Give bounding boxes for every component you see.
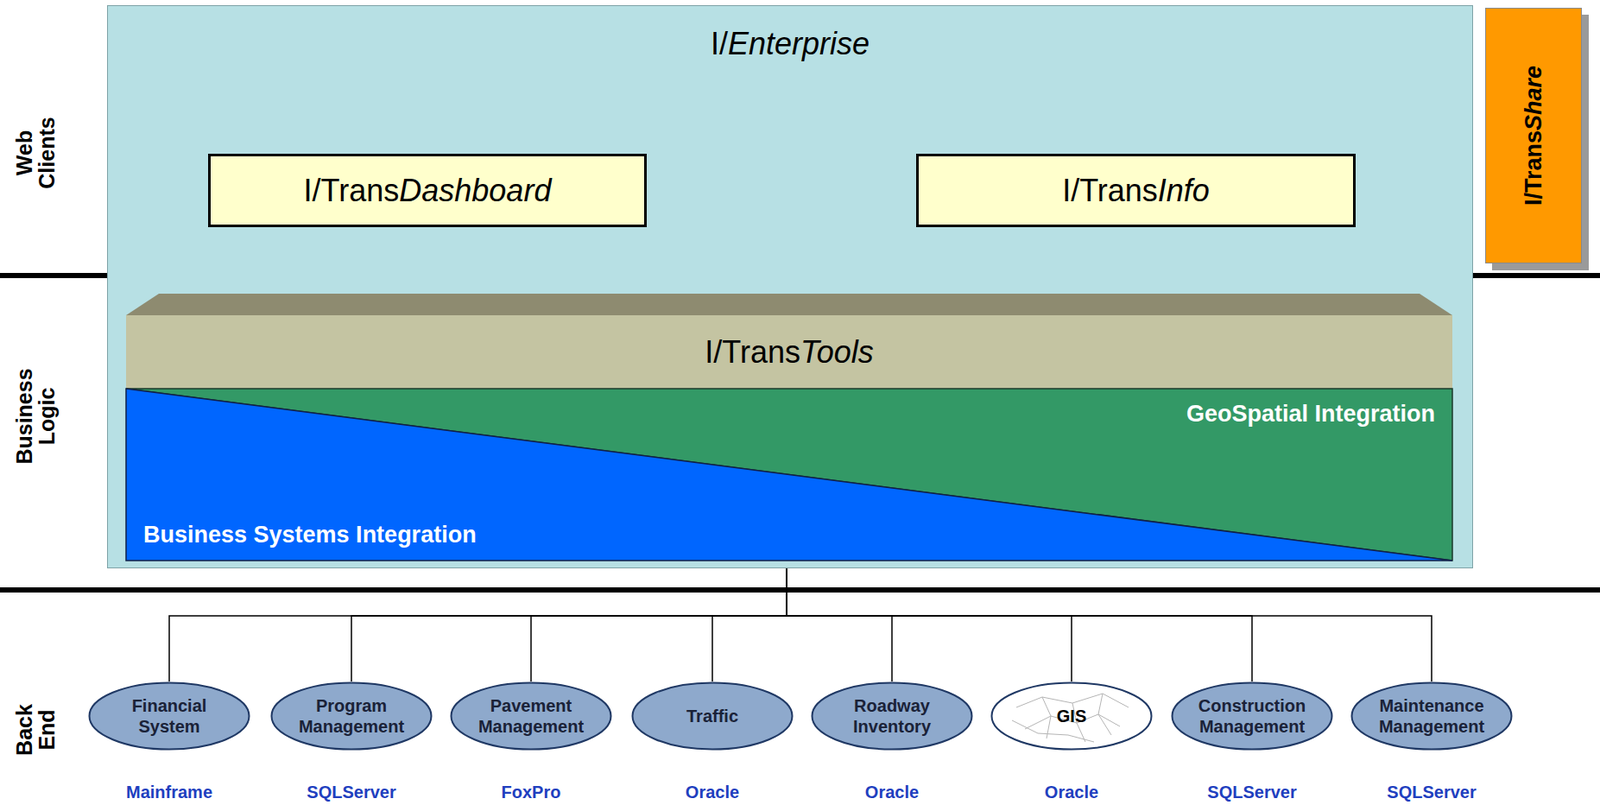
share-bar: I/TransShare bbox=[1485, 7, 1582, 264]
platform-label: Oracle bbox=[685, 782, 740, 803]
platform-label: SQLServer bbox=[1386, 782, 1476, 803]
platform-label: Oracle bbox=[1044, 782, 1099, 803]
system-name: GIS bbox=[1011, 705, 1133, 727]
app-name: I/TransInfo bbox=[1062, 172, 1210, 209]
ellipse-shape bbox=[449, 681, 613, 751]
database-ellipse: Program Management bbox=[270, 681, 433, 751]
database-ellipse: Maintenance Management bbox=[1350, 681, 1513, 751]
ellipse-shape bbox=[810, 681, 974, 751]
system-name: Maintenance Management bbox=[1371, 695, 1493, 737]
system-name: Financial System bbox=[108, 695, 230, 737]
feed-connector bbox=[786, 560, 1432, 682]
feed-connector bbox=[786, 560, 1072, 682]
feed-connector bbox=[786, 560, 892, 682]
database-ellipse: Traffic bbox=[631, 681, 794, 751]
ellipse-shape bbox=[1350, 681, 1513, 751]
system-name: Construction Management bbox=[1191, 695, 1313, 737]
tools-slab: I/TransTools bbox=[126, 293, 1453, 389]
system-name: Program Management bbox=[290, 695, 412, 737]
platform-label: SQLServer bbox=[306, 782, 396, 803]
feed-connector bbox=[786, 560, 1253, 682]
layer-divider bbox=[0, 587, 1600, 593]
platform-label: Mainframe bbox=[126, 782, 213, 803]
platform-label: SQLServer bbox=[1207, 782, 1297, 803]
database-ellipse: Financial System bbox=[88, 681, 251, 751]
layer-label: Web Clients bbox=[12, 109, 59, 197]
feed-connector bbox=[351, 560, 787, 682]
platform-label: FoxPro bbox=[501, 782, 562, 803]
feed-connector bbox=[531, 560, 787, 682]
layer-name: I/TransTools bbox=[704, 334, 873, 371]
rotated-app-name: I/TransShare bbox=[1520, 65, 1548, 206]
database-ellipse: Pavement Management bbox=[449, 681, 613, 751]
layer-label: Business Logic bbox=[12, 364, 59, 468]
system-name: Roadway Inventory bbox=[831, 695, 953, 737]
database-ellipse: Roadway Inventory bbox=[810, 681, 974, 751]
app-box: I/TransInfo bbox=[916, 153, 1356, 228]
database-ellipse: GIS bbox=[990, 681, 1153, 751]
wedge-label: GeoSpatial Integration bbox=[1186, 400, 1436, 428]
feed-connector bbox=[169, 560, 787, 682]
app-name: I/TransDashboard bbox=[303, 172, 552, 209]
system-name: Pavement Management bbox=[470, 695, 592, 737]
ellipse-shape bbox=[270, 681, 433, 751]
ellipse-shape bbox=[88, 681, 251, 751]
platform-label: Oracle bbox=[865, 782, 919, 803]
layer-label: Back End bbox=[12, 699, 59, 760]
database-ellipse: Construction Management bbox=[1170, 681, 1334, 751]
wedge-label: Business Systems Integration bbox=[143, 521, 477, 549]
panel-title: I/Enterprise bbox=[107, 6, 1473, 60]
enterprise-panel: I/EnterpriseI/TransDashboard I/TransInfoI… bbox=[107, 5, 1474, 569]
app-box: I/TransDashboard bbox=[208, 153, 647, 228]
system-name: Traffic bbox=[651, 705, 773, 727]
feed-connector bbox=[712, 560, 787, 682]
ellipse-shape bbox=[1170, 681, 1334, 751]
